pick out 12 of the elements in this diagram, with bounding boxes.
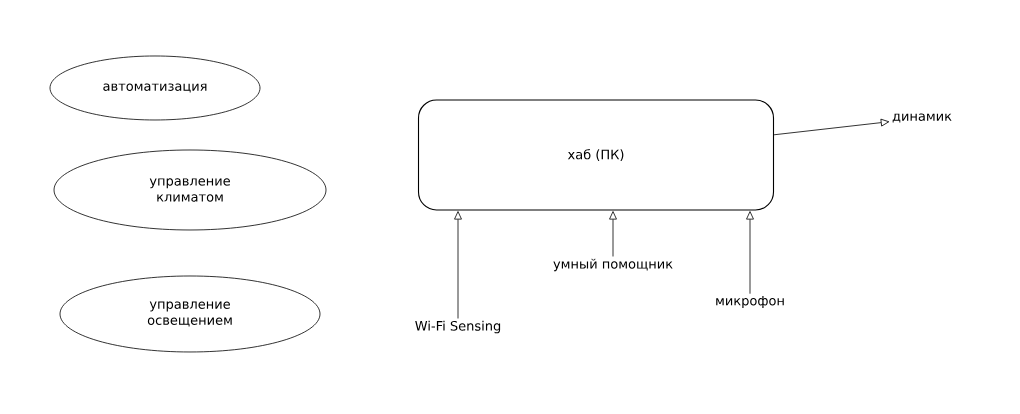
label-text: Wi-Fi Sensing bbox=[415, 320, 501, 334]
rounded-box: хаб (ПК) bbox=[417, 99, 775, 211]
label-text: умный помощник bbox=[553, 258, 673, 272]
arrow bbox=[609, 211, 617, 257]
ellipse-node: управление освещением bbox=[59, 275, 321, 353]
arrow bbox=[773, 118, 890, 136]
arrow bbox=[454, 211, 462, 319]
arrow bbox=[746, 211, 754, 295]
ellipse-node: управление климатом bbox=[53, 149, 327, 231]
label-text: микрофон bbox=[716, 295, 784, 309]
label-text: динамик bbox=[892, 113, 952, 123]
ellipse-node: автоматизация bbox=[49, 55, 261, 121]
